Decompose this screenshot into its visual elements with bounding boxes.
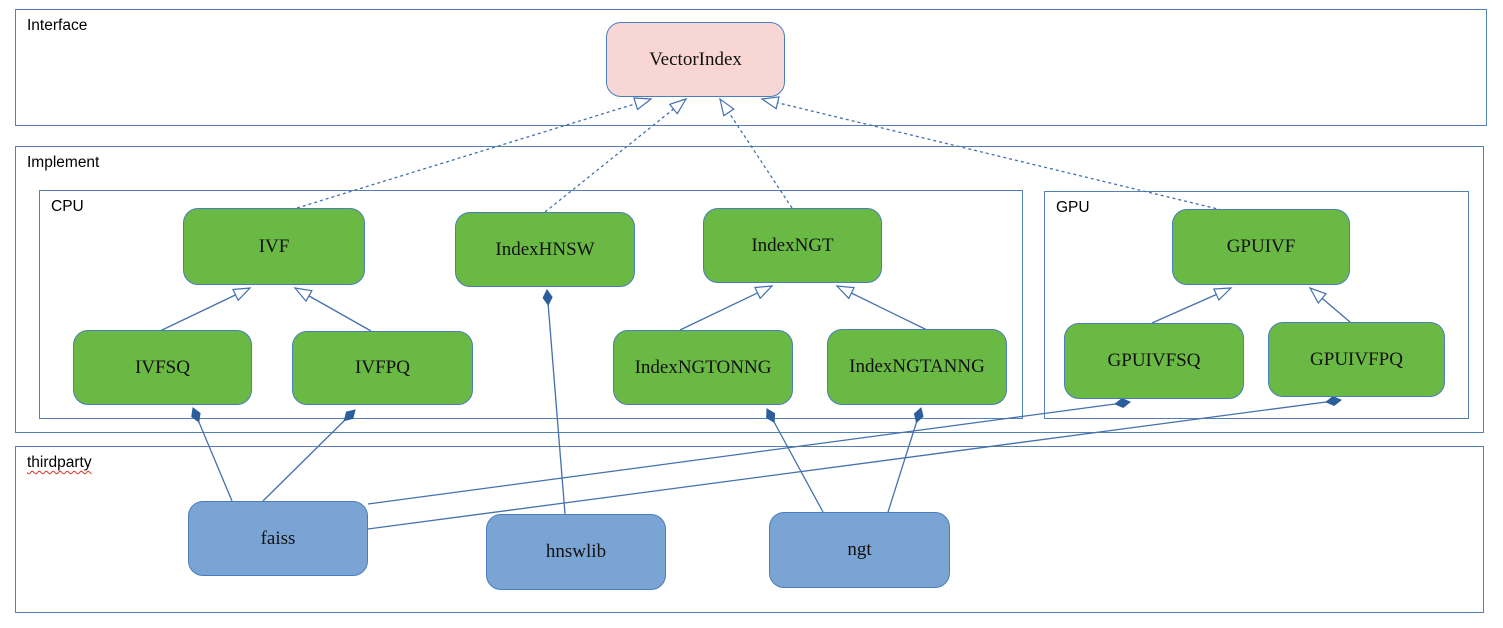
- node-indexngt[interactable]: IndexNGT: [703, 208, 882, 283]
- node-ivfsq-label: IVFSQ: [135, 356, 190, 378]
- container-interface-label: Interface: [27, 17, 88, 34]
- node-gpuivfsq-label: GPUIVFSQ: [1107, 350, 1201, 371]
- node-indexngtanng-label: IndexNGTANNG: [849, 356, 985, 377]
- node-vectorindex-label: VectorIndex: [649, 48, 742, 70]
- node-ivfsq[interactable]: IVFSQ: [73, 330, 252, 405]
- node-ivfpq[interactable]: IVFPQ: [292, 331, 473, 405]
- node-indexhnsw-label: IndexHNSW: [495, 238, 595, 260]
- node-gpuivfsq[interactable]: GPUIVFSQ: [1064, 323, 1244, 399]
- node-gpuivfpq-label: GPUIVFPQ: [1310, 348, 1403, 370]
- node-indexhnsw[interactable]: IndexHNSW: [455, 212, 635, 287]
- node-gpuivfpq[interactable]: GPUIVFPQ: [1268, 322, 1445, 397]
- node-ivf[interactable]: IVF: [183, 208, 365, 285]
- node-indexngtanng[interactable]: IndexNGTANNG: [827, 329, 1007, 405]
- node-ngt[interactable]: ngt: [769, 512, 950, 588]
- node-indexngtonng[interactable]: IndexNGTONNG: [613, 330, 793, 405]
- node-hnswlib[interactable]: hnswlib: [486, 514, 666, 590]
- node-hnswlib-label: hnswlib: [545, 541, 607, 562]
- container-cpu-label: CPU: [51, 198, 84, 215]
- node-indexngtonng-label: IndexNGTONNG: [634, 356, 772, 378]
- node-gpuivf[interactable]: GPUIVF: [1172, 209, 1350, 285]
- node-vectorindex[interactable]: VectorIndex: [606, 22, 785, 97]
- container-implement-label: Implement: [27, 154, 100, 171]
- node-ivfpq-label: IVFPQ: [355, 357, 410, 378]
- node-gpuivf-label: GPUIVF: [1226, 236, 1296, 257]
- container-thirdparty-label: thirdparty: [27, 454, 92, 471]
- node-faiss[interactable]: faiss: [188, 501, 368, 576]
- node-ivf-label: IVF: [258, 235, 290, 257]
- container-gpu-label: GPU: [1056, 199, 1090, 216]
- node-ngt-label: ngt: [847, 539, 872, 560]
- node-indexngt-label: IndexNGT: [751, 234, 834, 256]
- node-faiss-label: faiss: [260, 527, 296, 549]
